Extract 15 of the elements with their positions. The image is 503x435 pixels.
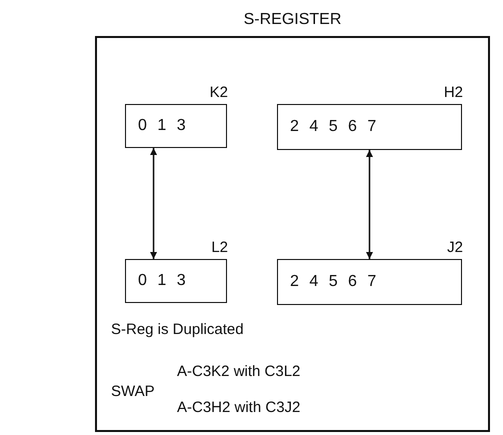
bit-numbers: 2 4 5 6 7	[290, 118, 376, 136]
double-arrow	[366, 150, 373, 259]
bit-numbers: 2 4 5 6 7	[290, 273, 376, 291]
double-arrow	[150, 148, 158, 259]
bit-numbers: 0 1 3	[138, 272, 186, 290]
bit-numbers: 0 1 3	[138, 117, 186, 135]
register-name: H2	[444, 84, 463, 101]
note-text: SWAP	[111, 383, 155, 400]
register-name: L2	[211, 239, 228, 256]
note-text: A-C3H2 with C3J2	[177, 399, 300, 416]
register-title: S-REGISTER	[244, 11, 342, 29]
note-text: S-Reg is Duplicated	[111, 321, 244, 338]
register-name: K2	[210, 84, 228, 101]
register-name: J2	[447, 239, 463, 256]
note-text: A-C3K2 with C3L2	[177, 363, 300, 380]
